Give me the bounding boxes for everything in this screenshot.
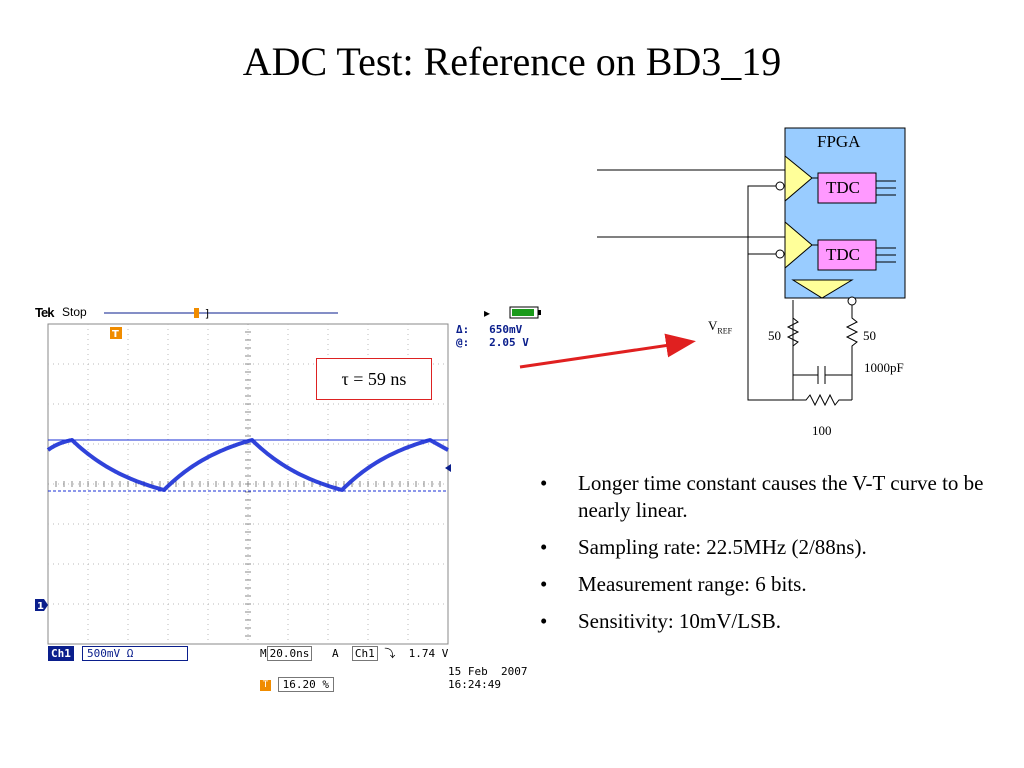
fpga-box [784,127,906,299]
resistor-bottom-label: 100 [812,423,832,438]
scope-run-state: Stop [62,305,87,319]
timestamp: 15 Feb 2007 16:24:49 [448,665,528,691]
svg-text:1: 1 [37,601,44,612]
capacitor-label: 1000pF [864,360,904,375]
oscilloscope-screenshot: Tek Stop ] ▸ T 1 Δ: 650mV @: [32,300,552,700]
scope-brand: Tek [35,305,54,320]
svg-text:T: T [112,329,119,340]
tau-annotation: τ = 59 ns [316,358,432,400]
comparator-1 [784,154,813,203]
trigger-position: T 16.20 % [260,677,334,692]
scope-display: ] ▸ T 1 [35,306,541,645]
comparator-2 [784,220,813,270]
bullet-list: Longer time constant causes the V-T curv… [540,470,1010,645]
ground-marker: 1 [35,599,48,612]
vref-label: VREF [708,318,733,336]
svg-text:]: ] [204,307,211,320]
resistor-left-label: 50 [768,328,781,343]
resistor-right [845,305,859,400]
bullet-item: Sampling rate: 22.5MHz (2/88ns). [540,534,1010,561]
trigger-record-marker [194,308,199,318]
bullet-item: Measurement range: 6 bits. [540,571,1010,598]
bullet-item: Sensitivity: 10mV/LSB. [540,608,1010,635]
probe-icon: ▸ [484,306,490,320]
slide-title: ADC Test: Reference on BD3_19 [242,39,782,84]
trigger-readout: A Ch1 ⤵ 1.74 V [332,646,449,661]
tdc-2-label: TDC [826,245,860,264]
output-buffer [791,279,854,299]
tdc-1-label: TDC [826,178,860,197]
bullet-item: Longer time constant causes the V-T curv… [540,470,1010,524]
channel-label: Ch1 [48,646,74,661]
fpga-label: FPGA [817,132,861,151]
trigger-level-marker [445,464,451,472]
trigger-marker-top: T [110,327,122,340]
waveform-trace [46,438,450,492]
tdc-1-box [817,172,877,204]
resistor-left [786,300,800,400]
resistor-bottom [793,393,852,407]
volts-per-div: 500mV Ω [82,646,188,661]
resistor-right-label: 50 [863,328,876,343]
